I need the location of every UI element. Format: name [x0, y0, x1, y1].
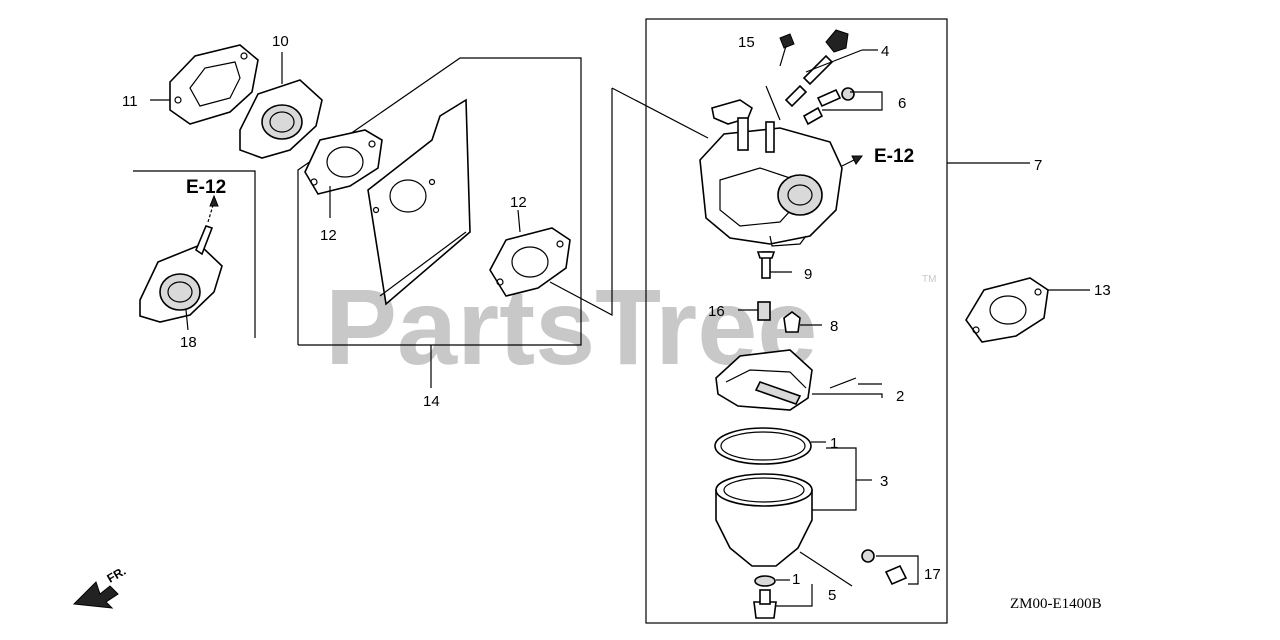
reference-label-left: E-12 [186, 177, 226, 198]
reference-label-right: E-12 [874, 146, 914, 167]
callout-4: 4 [881, 43, 889, 60]
callout-13: 13 [1094, 282, 1111, 299]
callout-17: 17 [924, 566, 941, 583]
reference-arrows [841, 155, 863, 167]
callout-11: 11 [122, 93, 138, 110]
callout-numbers: 10 11 12 12 18 14 15 4 6 7 9 13 16 8 2 1… [122, 33, 1111, 604]
callout-16: 16 [708, 303, 725, 320]
heat-shield-plate [367, 98, 471, 306]
o-ring-part-1 [714, 427, 857, 511]
callout-7: 7 [1034, 157, 1042, 174]
callout-15: 15 [738, 34, 755, 51]
gasket-part-11 [150, 44, 259, 125]
callout-2: 2 [896, 388, 904, 405]
callout-9: 9 [804, 266, 812, 283]
screw-parts-4-6-15 [779, 29, 883, 126]
main-jet-parts [738, 251, 822, 333]
float-bowl-part-3 [715, 473, 872, 567]
callout-5: 5 [828, 587, 836, 604]
callout-14: 14 [423, 393, 440, 410]
callout-6: 6 [898, 95, 906, 112]
insulator-part-18 [139, 194, 223, 331]
gasket-part-12-lower [489, 209, 571, 297]
center-group-bracket [297, 57, 582, 388]
insulator-part-10 [239, 52, 323, 159]
gasket-part-13 [965, 277, 1090, 343]
callout-18: 18 [180, 334, 197, 351]
callout-1-upper: 1 [830, 435, 838, 452]
callout-3: 3 [880, 473, 888, 490]
drain-bolt-parts [753, 549, 919, 619]
left-group-bracket [133, 170, 256, 338]
gasket-part-12-upper [304, 129, 383, 218]
callout-1-lower: 1 [792, 571, 800, 588]
front-direction-label: FR. [105, 564, 129, 586]
diagram-code: ZM00-E1400B [1010, 596, 1102, 612]
callout-8: 8 [830, 318, 838, 335]
callout-12-lower: 12 [510, 194, 527, 211]
callout-10: 10 [272, 33, 289, 50]
watermark-trademark: TM [922, 274, 936, 285]
carburetor-body [699, 85, 843, 247]
callout-12-upper: 12 [320, 227, 337, 244]
front-direction-arrow: FR. [72, 564, 129, 609]
carburetor-assembly-box [549, 18, 1030, 624]
watermark: PartsTree TM [325, 266, 936, 387]
float-part-2 [715, 349, 883, 411]
